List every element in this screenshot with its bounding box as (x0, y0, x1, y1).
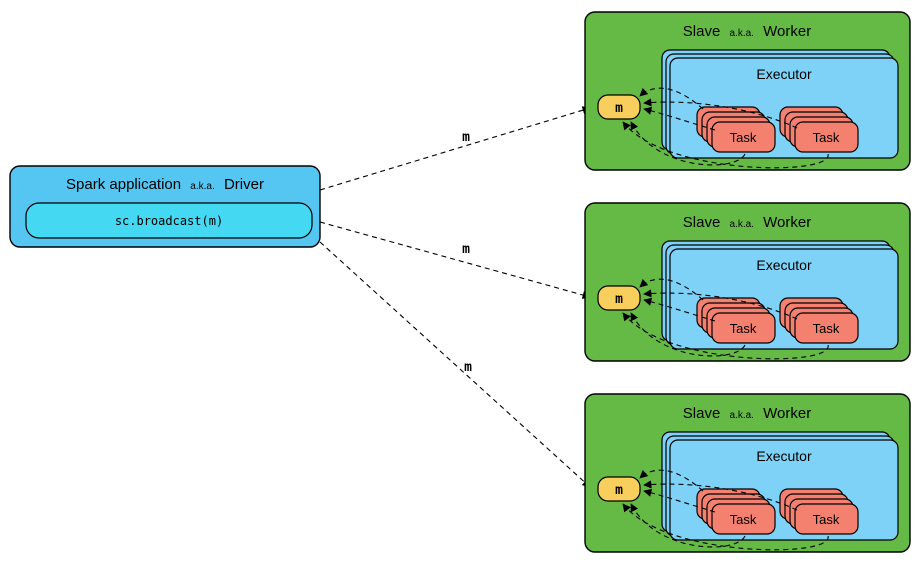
executor-label: Executor (756, 66, 812, 82)
driver-title: Spark application a.k.a. Driver (66, 176, 264, 193)
task-to-m-arrow (639, 469, 704, 492)
driver-title-prefix: Spark application (66, 176, 181, 193)
task-box (794, 312, 859, 344)
task-box (711, 503, 776, 535)
worker-title: Slave a.k.a. Worker (683, 405, 811, 422)
executor-stack: Executor Task Task (661, 431, 899, 541)
task-to-m-arrows (622, 469, 829, 551)
task-to-m-arrow (622, 121, 829, 169)
driver-node: Spark application a.k.a. Driver sc.broad… (9, 165, 321, 248)
broadcast-var-box (597, 94, 641, 120)
broadcast-arrow-worker3 (319, 241, 591, 488)
task-label: Task (813, 321, 840, 336)
task-box (711, 121, 776, 153)
worker-title: Slave a.k.a. Worker (683, 23, 811, 40)
executor-stack: Executor Task Task (661, 240, 899, 350)
task-to-m-arrows (622, 278, 829, 360)
broadcast-edges: m m m (319, 106, 591, 488)
task-label: Task (730, 512, 757, 527)
worker-title-suffix: Worker (763, 214, 811, 231)
task-label: Task (813, 130, 840, 145)
worker-title-suffix: Worker (763, 405, 811, 422)
task-label: Task (730, 321, 757, 336)
executor-label: Executor (756, 448, 812, 464)
task-stack-2: Task (779, 488, 859, 535)
edge-label-m-2: m (462, 242, 470, 257)
worker-title-suffix: Worker (763, 23, 811, 40)
task-to-m-arrow (622, 503, 829, 551)
broadcast-var-box (597, 285, 641, 311)
broadcast-var-box (597, 476, 641, 502)
broadcast-var-label: m (615, 483, 623, 498)
task-to-m-arrow (622, 312, 829, 360)
broadcast-var-label: m (615, 101, 623, 116)
worker-title-prefix: Slave (683, 23, 721, 40)
broadcast-arrow-worker1 (319, 106, 591, 191)
worker-node-3: Slave a.k.a. Worker Executor Task Task (584, 393, 911, 553)
task-to-m-arrow (639, 278, 704, 301)
executor-stack: Executor Task Task (661, 49, 899, 159)
task-to-m-arrow (643, 488, 716, 513)
worker-title-aka: a.k.a. (730, 410, 754, 421)
worker-node-2: Slave a.k.a. Worker Executor Task Task (584, 202, 911, 362)
worker-title-prefix: Slave (683, 405, 721, 422)
task-to-m-arrows (622, 87, 829, 169)
broadcast-code-box (25, 202, 313, 239)
task-box (794, 121, 859, 153)
task-stack-2: Task (779, 106, 859, 153)
task-to-m-arrow (643, 98, 798, 129)
task-to-m-arrow (639, 87, 704, 110)
broadcast-var-label: m (615, 292, 623, 307)
edge-label-m-3: m (464, 360, 472, 375)
worker-title-prefix: Slave (683, 214, 721, 231)
task-to-m-arrow (643, 480, 798, 511)
worker-title: Slave a.k.a. Worker (683, 214, 811, 231)
task-to-m-arrow (643, 106, 716, 131)
broadcast-code-label: sc.broadcast(m) (115, 214, 223, 228)
driver-title-suffix: Driver (224, 176, 264, 193)
task-to-m-arrow (643, 297, 716, 322)
edge-label-m-1: m (462, 130, 470, 145)
task-box (711, 312, 776, 344)
worker-title-aka: a.k.a. (730, 28, 754, 39)
task-stack-2: Task (779, 297, 859, 344)
task-box (794, 503, 859, 535)
worker-title-aka: a.k.a. (730, 219, 754, 230)
task-label: Task (730, 130, 757, 145)
broadcast-arrow-worker2 (319, 221, 591, 299)
task-label: Task (813, 512, 840, 527)
executor-label: Executor (756, 257, 812, 273)
driver-title-aka: a.k.a. (190, 181, 214, 192)
worker-node-1: Slave a.k.a. Worker Executor Task Task (584, 11, 911, 171)
task-to-m-arrow (643, 289, 798, 320)
